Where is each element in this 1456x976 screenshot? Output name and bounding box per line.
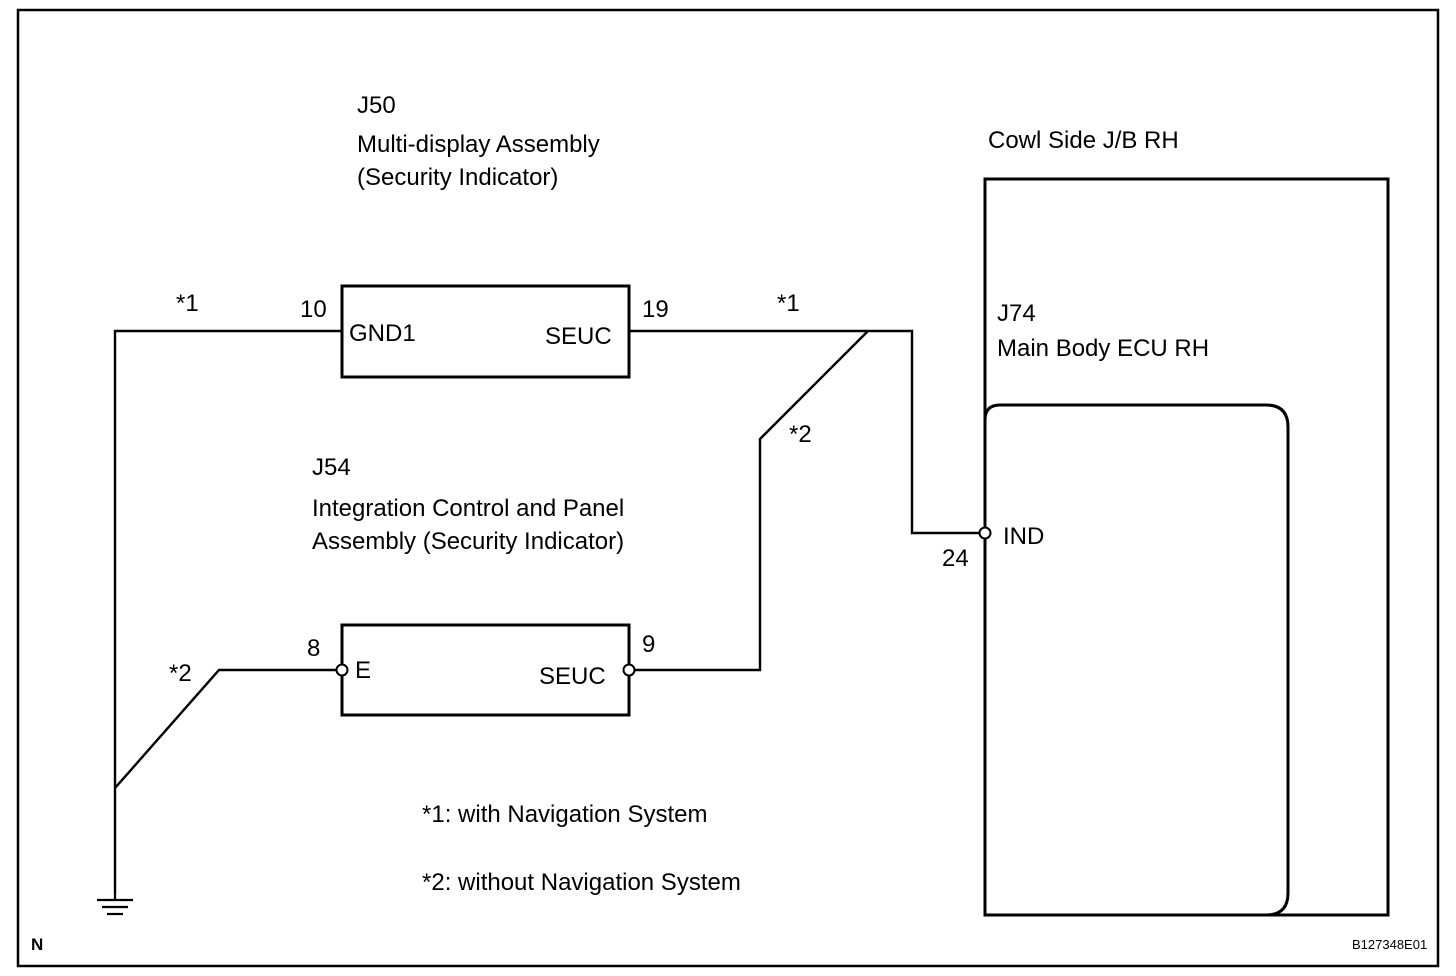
j74-code: J74 — [997, 300, 1036, 327]
j54-code: J54 — [312, 454, 351, 481]
wire-ground-j50 — [113, 329, 342, 893]
j54-pin-seuc-terminal — [622, 663, 636, 677]
j54-pin-left-name: E — [355, 657, 371, 684]
j74-pin-number: 24 — [942, 545, 969, 572]
j54-pin-left-number: 8 — [307, 635, 320, 662]
wire-j50-seuc-j74 — [629, 329, 979, 535]
figure-id: B127348E01 — [1352, 937, 1427, 952]
j50-pin-right-name: SEUC — [545, 323, 612, 350]
wire-mark-j50-right: *1 — [777, 290, 800, 317]
wire-j54-seuc-junction — [634, 330, 869, 672]
j74-pin-name: IND — [1003, 523, 1044, 550]
wire-ground-j54 — [114, 668, 336, 789]
j74-name: Main Body ECU RH — [997, 335, 1209, 362]
wire-mark-branch-j54: *2 — [789, 421, 812, 448]
j74-pin-ind-terminal — [978, 526, 992, 540]
j54-pin-e-terminal — [335, 663, 349, 677]
junction-block-box — [983, 177, 1390, 917]
j50-code: J50 — [357, 92, 396, 119]
diagram-frame — [16, 8, 1440, 968]
j50-name-line2: (Security Indicator) — [357, 164, 558, 191]
j54-name-line1: Integration Control and Panel — [312, 495, 624, 522]
j50-pin-left-number: 10 — [300, 296, 327, 323]
j54-pin-right-number: 9 — [642, 631, 655, 658]
junction-block-name: Cowl Side J/B RH — [988, 127, 1179, 154]
j50-name-line1: Multi-display Assembly — [357, 131, 600, 158]
note-with-navigation: *1: with Navigation System — [422, 801, 707, 828]
j54-pin-right-name: SEUC — [539, 663, 606, 690]
j54-name-line2: Assembly (Security Indicator) — [312, 528, 624, 555]
wire-mark-ground-branch: *2 — [169, 660, 192, 687]
ground-icon — [97, 893, 133, 916]
j50-pin-right-number: 19 — [642, 296, 669, 323]
j74-ecu-outline — [983, 403, 1290, 917]
j50-pin-left-name: GND1 — [349, 320, 416, 347]
note-without-navigation: *2: without Navigation System — [422, 869, 741, 896]
wire-mark-ground-top: *1 — [176, 290, 199, 317]
orientation-mark: N — [31, 935, 43, 954]
